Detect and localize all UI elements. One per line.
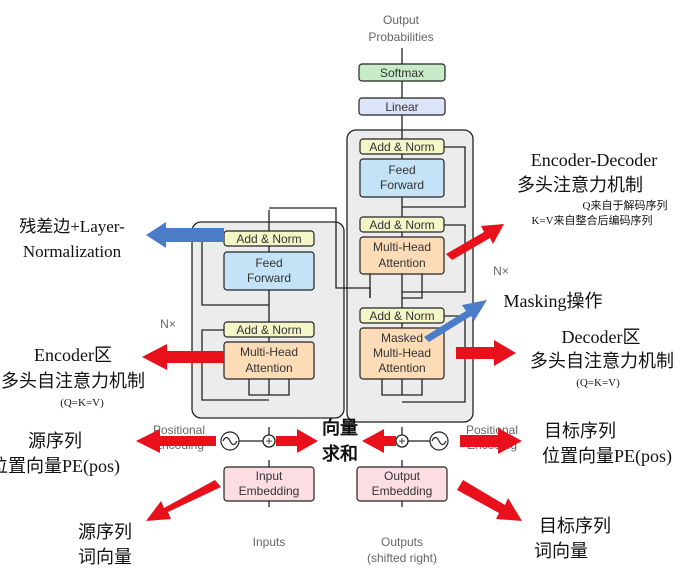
decoder-mha-line2: Attention <box>378 256 425 270</box>
residual-line1: 残差边+Layer- <box>19 217 125 236</box>
masking-label: Masking操作 <box>504 291 603 311</box>
decoder-mha-line1: Multi-Head <box>373 240 431 254</box>
target-pe-line1: 目标序列 <box>544 421 616 441</box>
inputs-label: Inputs <box>253 535 286 549</box>
enc-dec-title: Encoder-Decoder <box>531 150 658 170</box>
encoder-ff-line1: Feed <box>255 256 282 270</box>
source-pe-line2: 位置向量PE(pos) <box>0 456 120 477</box>
decoder-area-qkv: (Q=K=V) <box>576 377 620 389</box>
svg-text:+: + <box>398 434 405 448</box>
decoder-masked-line3: Attention <box>378 361 425 375</box>
decoder-masked-line1: Masked <box>381 331 423 345</box>
source-pe-red-arrow <box>136 429 216 453</box>
encoder-area-qkv: (Q=K=V) <box>60 397 104 409</box>
decoder-add-norm-bottom-label: Add & Norm <box>369 309 434 323</box>
encoder-add-norm-bottom-label: Add & Norm <box>236 323 301 337</box>
enc-dec-kv-note: K=V来自整合后编码序列 <box>531 213 652 227</box>
decoder-area-subtitle: 多头自注意力机制 <box>530 351 674 371</box>
output-probabilities-line1: Output <box>383 13 420 27</box>
encoder-pos-line1: Positional <box>153 423 205 437</box>
vector-sum-line2: 求和 <box>322 443 358 464</box>
input-embedding-line1: Input <box>256 469 283 483</box>
outputs-line2: (shifted right) <box>367 551 437 565</box>
encoder-mha-line1: Multi-Head <box>240 345 298 359</box>
softmax-label: Softmax <box>380 66 424 80</box>
masking-blue-arrow <box>424 300 487 342</box>
encoder-add-norm-top-label: Add & Norm <box>236 232 301 246</box>
target-wv-red-arrow <box>457 480 522 521</box>
input-embedding-box <box>223 466 315 502</box>
residual-line2: Normalization <box>23 242 122 261</box>
source-wv-line2: 词向量 <box>78 547 132 567</box>
outputs-line1: Outputs <box>381 535 423 549</box>
decoder-ff-line1: Feed <box>388 163 415 177</box>
input-embedding-line2: Embedding <box>239 484 300 498</box>
output-embedding-box <box>356 466 448 502</box>
source-wv-line1: 源序列 <box>78 522 132 542</box>
enc-dec-red-arrow <box>446 224 504 260</box>
encoder-area-subtitle: 多头自注意力机制 <box>1 371 145 391</box>
output-embedding-line2: Embedding <box>372 484 433 498</box>
svg-text:+: + <box>265 434 272 448</box>
output-probabilities-line2: Probabilities <box>368 30 433 44</box>
encoder-mha-line2: Attention <box>245 361 292 375</box>
target-wv-line1: 目标序列 <box>539 516 611 536</box>
target-wv-line2: 词向量 <box>534 541 588 561</box>
decoder-area-title: Decoder区 <box>562 327 641 347</box>
encoder-attention-red-arrow <box>142 344 224 370</box>
enc-dec-subtitle: 多头注意力机制 <box>517 175 643 195</box>
target-pe-line2: 位置向量PE(pos) <box>542 446 672 467</box>
encoder-area-title: Encoder区 <box>34 345 112 365</box>
decoder-masked-line2: Multi-Head <box>373 346 431 360</box>
decoder-add-norm-mid-label: Add & Norm <box>369 218 434 232</box>
decoder-nx: N× <box>493 264 509 278</box>
enc-dec-q-note: Q来自于解码序列 <box>583 198 668 212</box>
decoder-ff-line2: Forward <box>380 178 424 192</box>
residual-blue-arrow <box>146 222 224 248</box>
annotation-arrows <box>136 222 522 521</box>
encoder-ff-line2: Forward <box>247 271 291 285</box>
linear-label: Linear <box>385 100 418 114</box>
sum-encoder-red-arrow <box>276 429 318 453</box>
source-pe-line1: 源序列 <box>28 431 82 451</box>
output-embedding-line1: Output <box>384 469 421 483</box>
sum-decoder-red-arrow <box>362 429 396 453</box>
vector-sum-line1: 向量 <box>322 417 358 438</box>
target-pe-red-arrow <box>460 428 522 454</box>
decoder-add-norm-top-label: Add & Norm <box>369 140 434 154</box>
source-wv-red-arrow <box>146 480 221 521</box>
decoder-attention-red-arrow <box>456 340 516 366</box>
encoder-nx: N× <box>160 317 176 331</box>
